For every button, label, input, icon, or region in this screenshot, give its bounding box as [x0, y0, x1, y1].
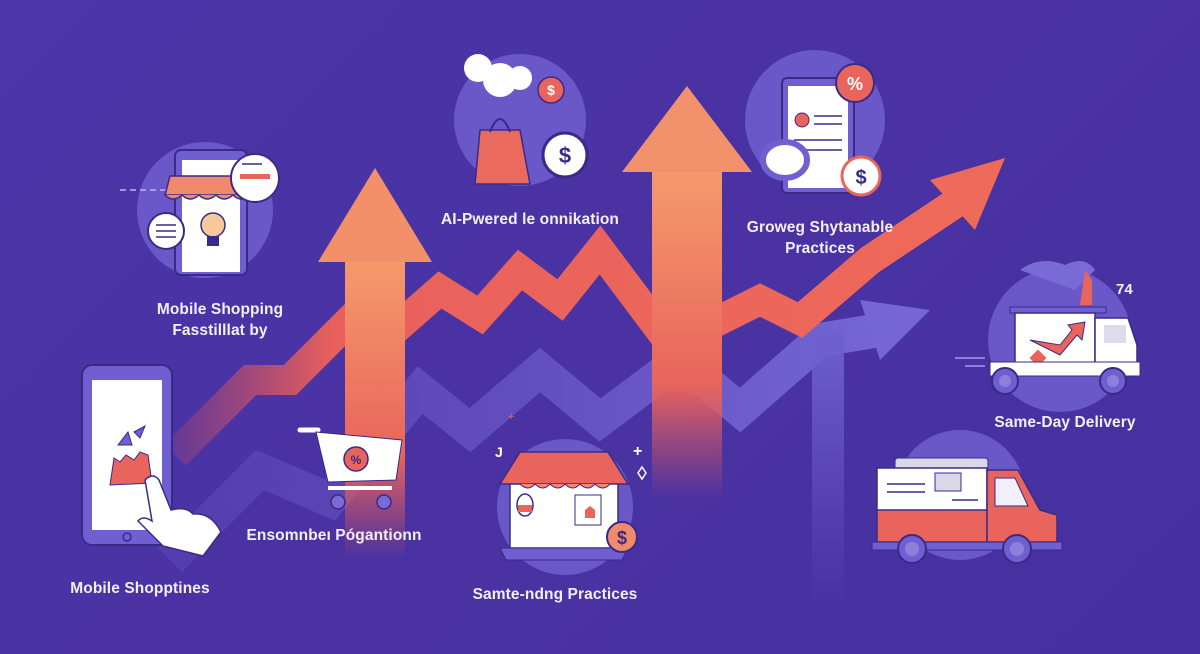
- label-growing-sustainable-line2: Practices: [785, 240, 855, 257]
- blue-trend-line: [157, 300, 930, 610]
- label-same-nding-practices: Samte-ndng Practices: [472, 586, 638, 603]
- tablet-chart-hand-icon: [81, 364, 222, 557]
- svg-text:%: %: [847, 74, 863, 94]
- label-mobile-shopping-top-line1: Mobile Shopping: [156, 301, 284, 318]
- label-mobile-shopptines: Mobile Shopptines: [70, 580, 210, 597]
- label-ai-powered: AI-Pwered le onnikation: [441, 211, 619, 228]
- label-growing-sustainable: Groweg Shytanable Practices: [720, 217, 920, 259]
- number-badge: 74: [1116, 281, 1133, 298]
- svg-text:+: +: [633, 443, 642, 460]
- label-growing-sustainable-line1: Groweg Shytanable: [746, 219, 894, 236]
- svg-text:$: $: [547, 82, 555, 98]
- label-ensomnbe-pagantion: Ensomnbeı Pógantionn: [246, 527, 422, 544]
- svg-text:%: %: [351, 453, 362, 467]
- growth-arrow-left: [318, 168, 432, 560]
- svg-text:$: $: [617, 528, 627, 548]
- shopping-bag-dollar-icon: $ $: [454, 54, 589, 186]
- label-same-day-delivery: Same-Day Delivery: [994, 414, 1136, 431]
- label-mobile-shopping-top-line2: Fasstilllat by: [172, 322, 268, 339]
- svg-text:$: $: [855, 167, 866, 189]
- growth-arrow-center: [622, 86, 752, 500]
- phone-storefront-icon: [120, 142, 280, 278]
- delivery-van-icon: [871, 430, 1063, 564]
- svg-text:$: $: [559, 143, 571, 168]
- svg-text:J: J: [495, 444, 503, 460]
- document-percent-dollar-icon: % $: [745, 50, 885, 197]
- shopping-cart-percent-icon: %: [297, 427, 403, 510]
- delivery-truck-chart-icon: [955, 261, 1141, 412]
- svg-text:+: +: [508, 411, 514, 423]
- label-mobile-shopping-top: Mobile Shopping Fasstilllat by: [130, 299, 310, 341]
- coral-trend-line: [164, 158, 1005, 466]
- storefront-dollar-icon: J + + $: [495, 411, 647, 575]
